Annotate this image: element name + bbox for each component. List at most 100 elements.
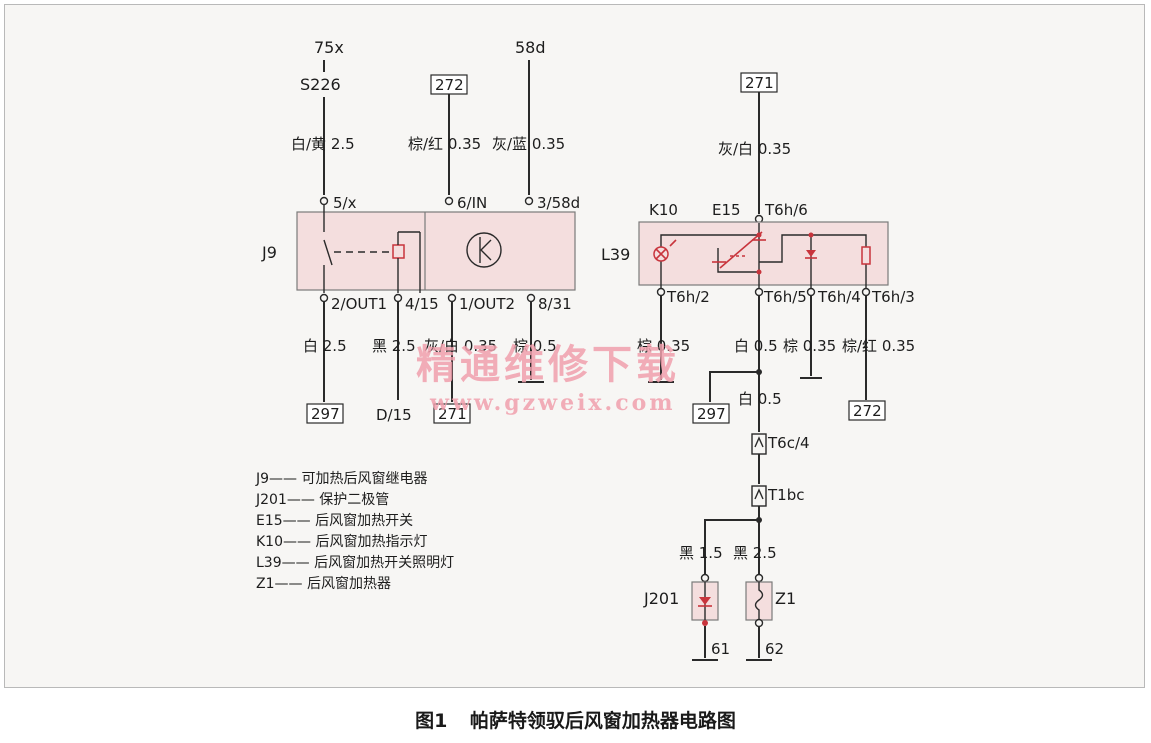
relay-j9-box — [296, 211, 576, 291]
pin-label-358d: 3/58d — [537, 194, 580, 212]
pin-label-t6h3: T6h/3 — [871, 288, 915, 306]
wire-label-black-25: 黑 2.5 — [372, 337, 416, 355]
watermark-text: 精通维修下载 — [416, 341, 680, 388]
junction-e15-bottom — [756, 269, 762, 275]
legend-item-z1: Z1—— 后风窗加热器 — [256, 575, 391, 592]
wire-label-brown-red: 棕/红 0.35 — [408, 135, 481, 153]
watermark-url: www.gzweix.com — [429, 390, 676, 416]
pin-j201-bottom — [702, 620, 708, 626]
ref-272-bottom: 272 — [853, 402, 882, 420]
label-j201: J201 — [643, 589, 679, 608]
circuit-diagram: 75x S226 白/黄 2.5 5/x 272 棕/红 0.35 6/IN 5… — [255, 38, 915, 661]
pin-t6h3-connector — [861, 287, 871, 297]
diagram-frame — [4, 4, 1145, 688]
diode-icon — [806, 250, 816, 257]
wire-label-brown-05: 棕 0.5 — [513, 337, 557, 355]
pin-label-t6h4: T6h/4 — [817, 288, 861, 306]
figure-caption: 图1 帕萨特领驭后风窗加热器电路图 — [0, 706, 1151, 733]
j9-timer-circle — [466, 232, 502, 268]
pin-label-t6c4: T6c/4 — [767, 434, 810, 452]
pin-t6h2-connector — [656, 287, 666, 297]
wire-label-black-25-z1: 黑 2.5 — [733, 544, 777, 562]
pin-z1-bottom — [754, 618, 764, 628]
wire-label-grey-white-bottom: 灰/白 0.35 — [424, 337, 497, 355]
pin-t6h4-connector — [806, 287, 816, 297]
ref-297-b: 297 — [697, 405, 726, 423]
pin-label-2out1: 2/OUT1 — [331, 295, 387, 313]
switch-panel-box — [638, 221, 889, 286]
wire-label-black-15: 黑 1.5 — [679, 544, 723, 562]
wire-label-grey-blue: 灰/蓝 0.35 — [492, 135, 565, 153]
wire-label-brown-red-l39: 棕/红 0.35 — [842, 337, 915, 355]
z1-heater-element-icon — [754, 582, 764, 620]
ref-box-272-bottom — [848, 400, 886, 421]
ref-272-top: 272 — [435, 76, 464, 94]
ref-271-top: 271 — [745, 74, 774, 92]
caption-title: 帕萨特领驭后风窗加热器电路图 — [469, 710, 736, 732]
label-58d: 58d — [515, 38, 546, 57]
junction-diode — [808, 232, 814, 238]
pin-6in-connector — [444, 196, 454, 206]
e15-wire-low — [717, 248, 759, 273]
connector-t1bc-arrow — [754, 488, 764, 500]
wire-to-j201 — [704, 519, 759, 574]
j9-switch-contact — [323, 239, 333, 266]
wire-label-grey-white-top: 灰/白 0.35 — [718, 140, 791, 158]
legend-item-j201: J201—— 保护二极管 — [255, 492, 389, 508]
legend-item-j9: J9—— 可加热后风窗继电器 — [255, 470, 428, 487]
pin-358d-connector — [524, 196, 534, 206]
pin-label-t6h5: T6h/5 — [763, 288, 807, 306]
pin-831-connector — [526, 293, 536, 303]
wire-label-white-25: 白 2.5 — [303, 337, 347, 355]
pin-z1-top — [754, 573, 764, 583]
k10-light-ray — [669, 239, 677, 247]
wire-label-white-yellow: 白/黄 2.5 — [291, 135, 355, 153]
label-s226: S226 — [300, 75, 341, 94]
label-e15: E15 — [712, 201, 741, 219]
wire-branch-297 — [709, 371, 759, 402]
pin-label-t6h6: T6h/6 — [764, 201, 808, 219]
wire-label-brown-035-l39: 棕 0.35 — [637, 337, 690, 355]
wire-label-white-05: 白 0.5 — [734, 337, 778, 355]
junction-e15-top — [756, 232, 762, 238]
label-l39: L39 — [601, 245, 630, 264]
pin-label-5x: 5/x — [333, 194, 357, 212]
label-j9: J9 — [261, 243, 277, 262]
pin-label-831: 8/31 — [538, 295, 572, 313]
label-75x: 75x — [314, 38, 344, 57]
j9-coil — [392, 244, 405, 259]
ref-box-271-bottom — [433, 403, 471, 424]
k10-lamp-x2 — [655, 248, 667, 260]
pin-1out2-connector — [447, 293, 457, 303]
pin-label-t6h2: T6h/2 — [666, 288, 710, 306]
l39-lamp-resistor — [861, 246, 871, 265]
caption-figure-number: 图1 — [415, 710, 448, 732]
pin-label-t1bc: T1bc — [767, 486, 804, 504]
junction-split — [756, 517, 762, 523]
pin-415-connector — [393, 293, 403, 303]
ground-label-61: 61 — [711, 640, 730, 658]
label-z1: Z1 — [775, 589, 796, 608]
legend-item-k10: K10—— 后风窗加热指示灯 — [256, 533, 427, 550]
j9-timer-arrow — [480, 239, 492, 261]
legend: J9—— 可加热后风窗继电器 J201—— 保护二极管 E15—— 后风窗加热开… — [255, 470, 454, 592]
ref-d15: D/15 — [376, 406, 412, 424]
k10-wire — [660, 234, 759, 288]
ref-box-297-a — [306, 403, 344, 424]
legend-item-e15: E15—— 后风窗加热开关 — [256, 512, 413, 529]
pin-j201-top — [700, 573, 710, 583]
pin-t6h5-connector — [754, 287, 764, 297]
wire-label-white-05-b: 白 0.5 — [738, 390, 782, 408]
pin-label-6in: 6/IN — [457, 194, 487, 212]
legend-item-l39: L39—— 后风窗加热开关照明灯 — [256, 554, 454, 571]
pin-2out1-connector — [319, 293, 329, 303]
pin-label-415: 4/15 — [405, 295, 439, 313]
label-k10: K10 — [649, 201, 678, 219]
wire-label-brown-035: 棕 0.35 — [783, 337, 836, 355]
pin-label-1out2: 1/OUT2 — [459, 295, 515, 313]
ground-label-62: 62 — [765, 640, 784, 658]
j201-diode-icon — [699, 597, 711, 605]
ref-271-bottom: 271 — [438, 405, 467, 423]
ref-297-a: 297 — [311, 405, 340, 423]
junction-297 — [756, 369, 762, 375]
